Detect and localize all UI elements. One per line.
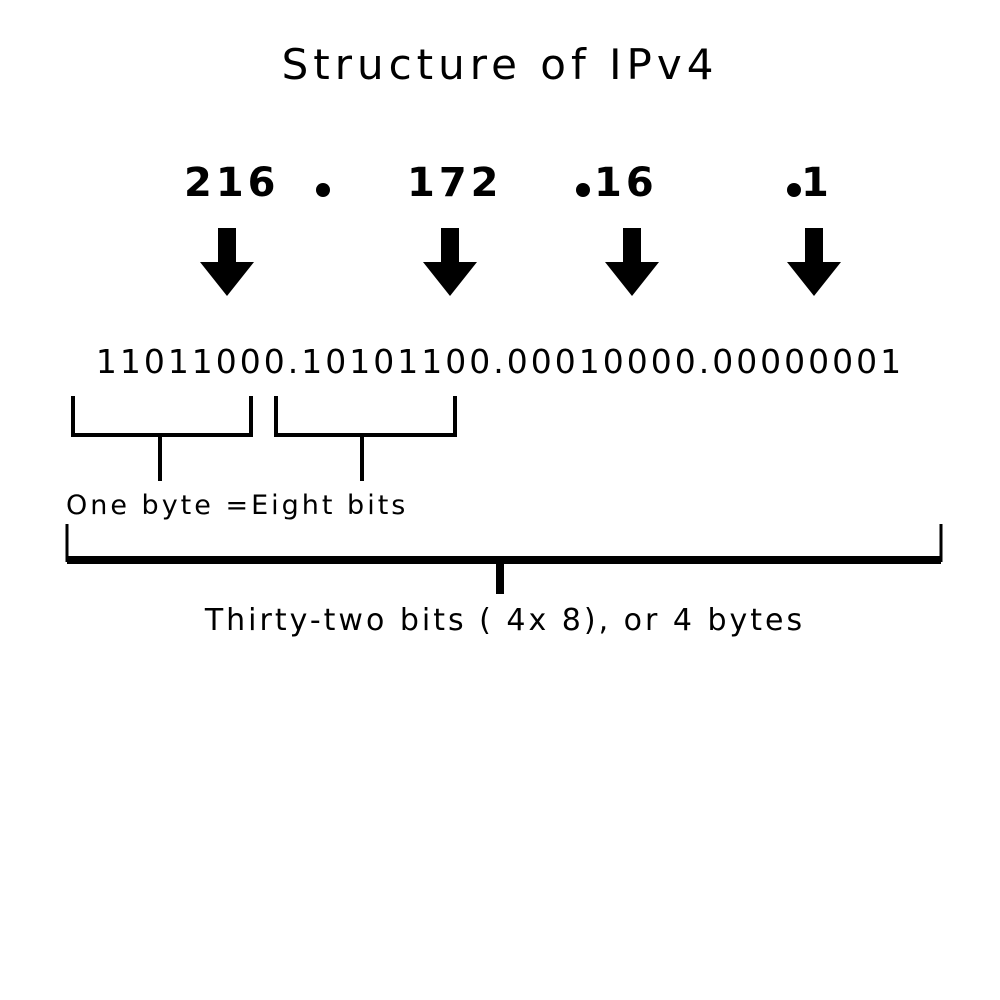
down-arrow-icon <box>787 228 841 296</box>
octet-4: 1 <box>801 160 833 206</box>
octet-1: 216 <box>184 160 280 206</box>
total-bits-label: Thirty-two bits ( 4x 8), or 4 bytes <box>204 603 806 638</box>
octet-3: 16 <box>594 160 658 206</box>
octet-separator-dot-3 <box>787 183 801 197</box>
octet-separator-dot-1 <box>316 183 330 197</box>
binary-address: 11011000.10101100.00010000.00000001 <box>95 342 905 381</box>
byte-bracket-2 <box>274 396 457 481</box>
down-arrow-icon <box>423 228 477 296</box>
down-arrow-icon <box>605 228 659 296</box>
byte-bracket-1 <box>71 396 253 481</box>
diagram-title: Structure of IPv4 <box>281 40 719 89</box>
byte-label: One byte =Eight bits <box>66 490 409 521</box>
octet-separator-dot-2 <box>576 183 590 197</box>
octet-2: 172 <box>407 160 503 206</box>
total-bracket <box>65 524 943 594</box>
down-arrow-icon <box>200 228 254 296</box>
